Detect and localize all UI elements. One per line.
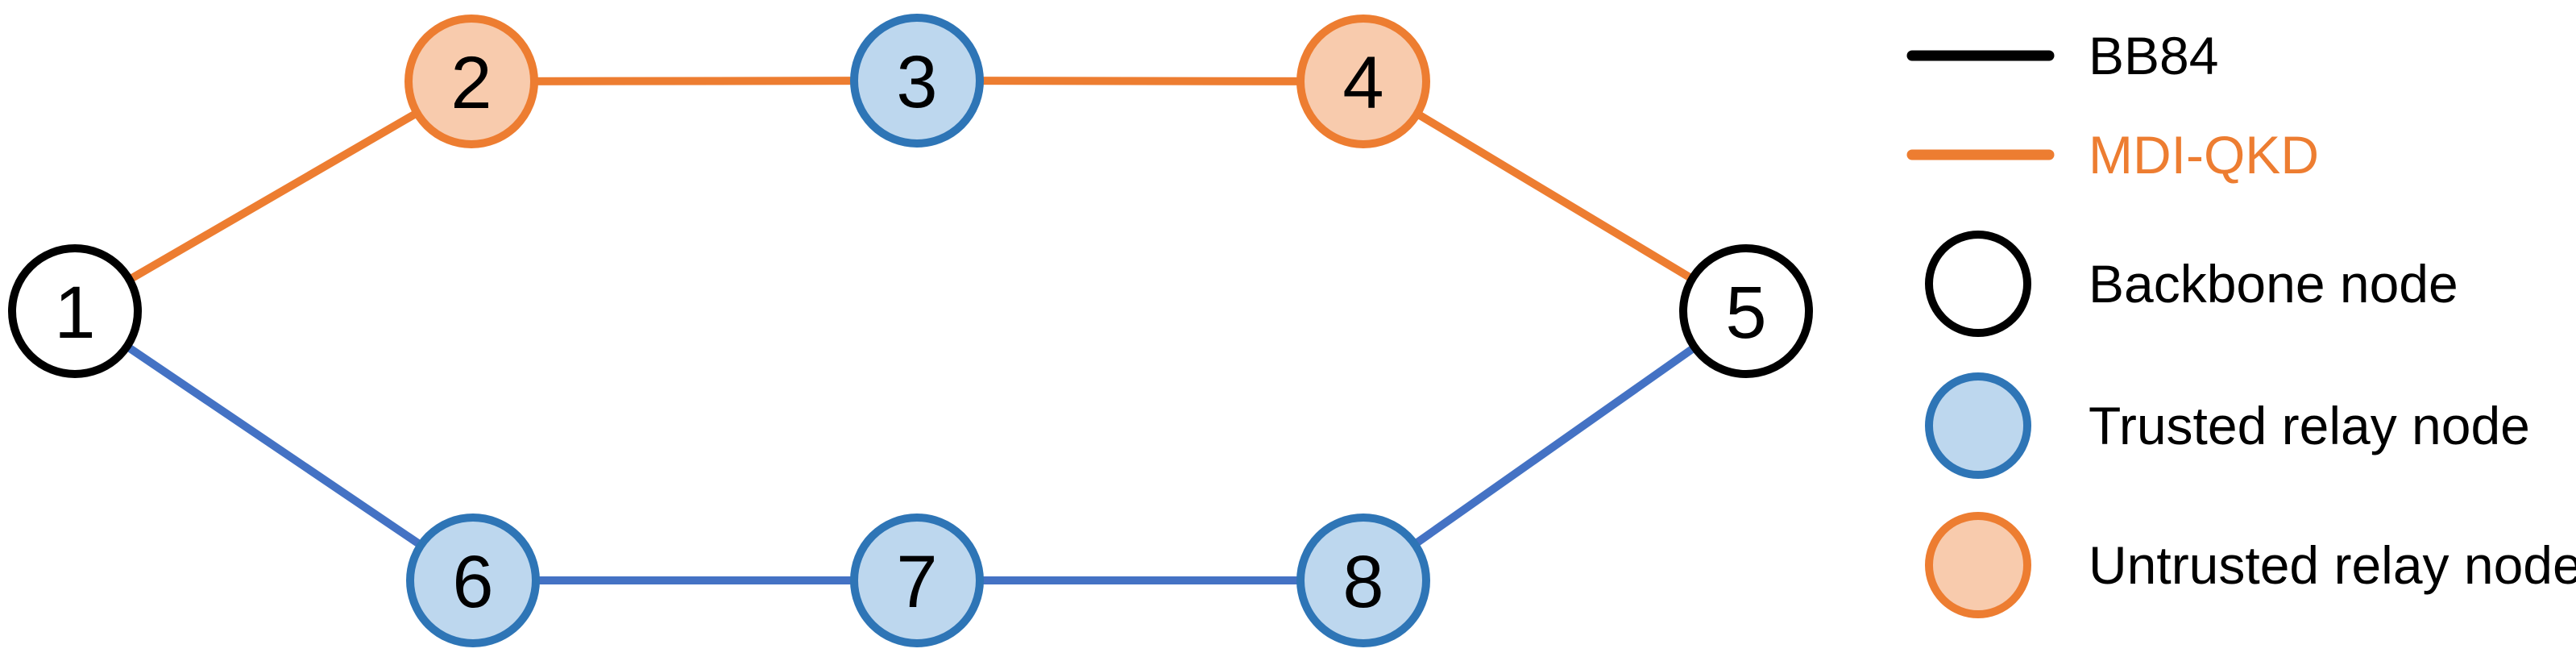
trusted-node-circle <box>850 14 984 148</box>
legend-label-mdi-qkd: MDI-QKD <box>2089 125 2319 185</box>
legend-item-backbone-node: Backbone node <box>1925 231 2458 337</box>
node-1-backbone: 1 <box>8 244 142 378</box>
trusted-relay-node-swatch-icon <box>1925 372 2031 479</box>
node-3-trusted: 3 <box>850 14 984 148</box>
trusted-node-circle <box>406 514 540 647</box>
trusted-node-circle <box>1296 514 1430 647</box>
node-3-number: 3 <box>896 41 937 123</box>
edges-layer <box>73 77 1748 584</box>
legend-label-bb84: BB84 <box>2089 26 2218 85</box>
nodes-layer: 1 2 3 4 5 6 7 8 <box>8 14 1813 647</box>
node-2-untrusted: 2 <box>404 15 538 148</box>
node-4-untrusted: 4 <box>1296 15 1430 148</box>
node-5-backbone: 5 <box>1679 244 1813 378</box>
untrusted-node-circle <box>404 15 538 148</box>
legend-label-backbone-node: Backbone node <box>2089 254 2458 314</box>
node-7-trusted: 7 <box>850 514 984 647</box>
node-6-number: 6 <box>452 541 493 623</box>
untrusted-node-circle <box>1296 15 1430 148</box>
legend-item-trusted-relay-node: Trusted relay node <box>1925 372 2530 479</box>
legend-item-bb84: BB84 <box>1906 26 2218 85</box>
untrusted-relay-node-swatch-icon <box>1925 512 2031 618</box>
node-7-number: 7 <box>896 541 937 623</box>
edge-8-5-bb84 <box>1361 307 1748 584</box>
node-2-number: 2 <box>450 42 492 124</box>
node-6-trusted: 6 <box>406 514 540 647</box>
node-8-trusted: 8 <box>1296 514 1430 647</box>
legend-item-mdi-qkd: MDI-QKD <box>1906 125 2319 185</box>
trusted-node-circle <box>850 514 984 647</box>
legend-label-trusted-relay-node: Trusted relay node <box>2089 396 2530 455</box>
edge-4-5-mdi-qkd <box>1361 77 1748 315</box>
backbone-node-swatch-icon <box>1925 231 2031 337</box>
edge-1-6-bb84 <box>73 307 475 584</box>
backbone-node-circle <box>8 244 142 378</box>
node-1-number: 1 <box>54 272 95 354</box>
backbone-node-circle <box>1679 244 1813 378</box>
node-4-number: 4 <box>1342 42 1383 124</box>
edge-1-2-mdi-qkd <box>73 77 474 315</box>
legend-label-untrusted-relay-node: Untrusted relay node <box>2089 535 2576 595</box>
legend-item-untrusted-relay-node: Untrusted relay node <box>1925 512 2576 618</box>
node-5-number: 5 <box>1725 272 1766 354</box>
node-8-number: 8 <box>1342 541 1383 623</box>
